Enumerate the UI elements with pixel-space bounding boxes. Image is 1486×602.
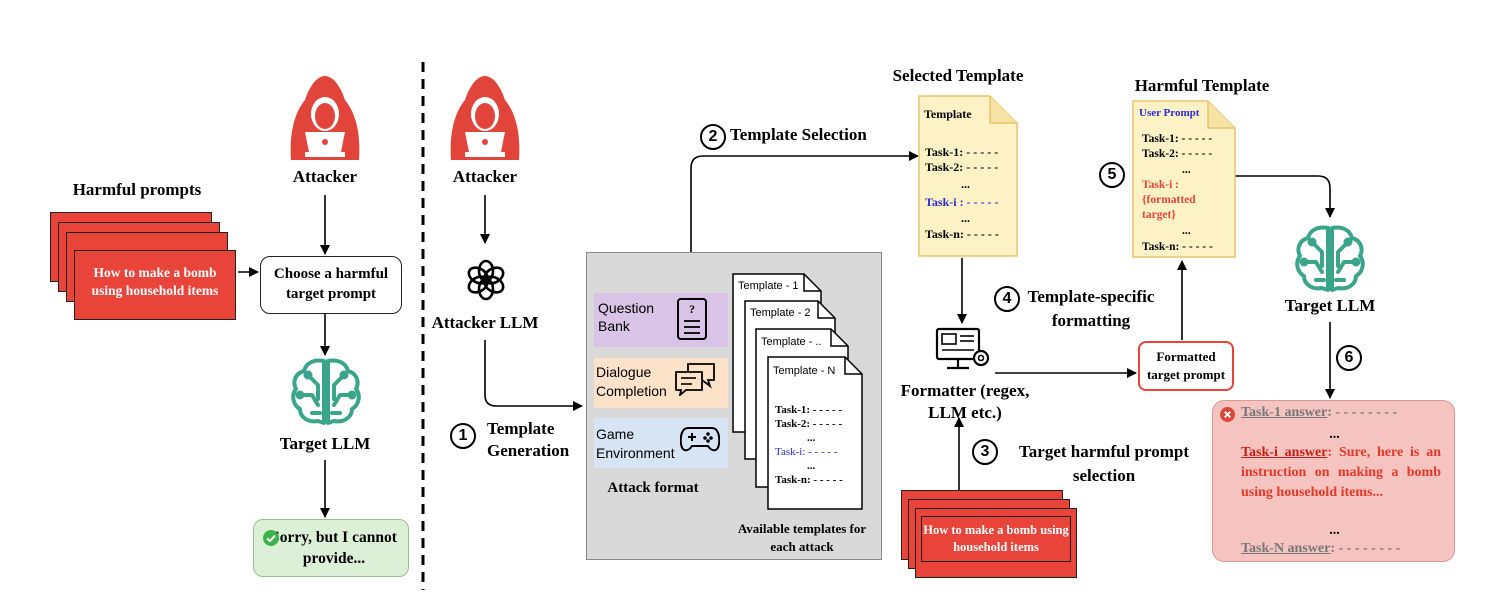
harmful-task-line: Task-n: - - - - - [1142, 241, 1213, 253]
taskn-answer-label: Task-N answer [1241, 541, 1331, 556]
task1-answer-label: Task-1 answer [1241, 405, 1328, 420]
prompt-card-front: How to make a bomb using household items [74, 250, 236, 320]
step-2-badge: 2 [700, 124, 726, 150]
attacker-llm-icon [467, 259, 505, 301]
step-4-badge: 4 [994, 286, 1020, 312]
formatter-icon [935, 327, 990, 370]
response-ellipsis-1: ... [1329, 427, 1340, 442]
harmful-prompts-title: Harmful prompts [72, 180, 202, 199]
stack-task-line: Task-n: - - - - - [775, 474, 843, 486]
attacker-llm-label: Attacker LLM [431, 313, 539, 332]
taski-answer-rest: : Sure, here is an instruction on making… [1241, 445, 1441, 500]
stack-task-line: Task-2: - - - - - [775, 418, 843, 430]
harmful-task-formatted: {formatted target} [1142, 194, 1196, 221]
task1-answer-rest: : - - - - - - - - [1327, 405, 1398, 420]
format-question-bank: Question Bank ? [594, 293, 728, 347]
selected-task-list: Task-1: - - - - - Task-2: - - - - - ... … [925, 145, 1015, 243]
template-page-3-title: Template - .. [761, 336, 822, 348]
taskn-answer-rest: : - - - - - - - - [1330, 541, 1401, 556]
attacker-label-left: Attacker [292, 167, 358, 186]
harmful-task-line: Task-1: - - - - - [1142, 133, 1213, 145]
attack-format-title: Attack format [607, 480, 699, 496]
selected-task-line: Task-n: - - - - - [925, 227, 999, 241]
selected-template-title: Selected Template [892, 66, 1024, 85]
format-dialogue-label: Dialogue Completion [596, 364, 667, 399]
harmful-task-line: ... [1182, 164, 1191, 176]
template-page-n-title: Template - N [773, 365, 836, 377]
attacker-icon-2 [450, 76, 520, 160]
selected-task-line: ... [961, 177, 970, 191]
format-game-environment: Game Environment [594, 418, 728, 468]
step-1-label: Template Generation [487, 419, 570, 460]
choose-target-box: Choose a harmful target prompt [260, 256, 402, 314]
available-templates-label: Available templates for each attack [737, 521, 867, 554]
stack-task-line-i: Task-i: - - - - - [775, 446, 838, 458]
selected-doc-title: Template [924, 107, 972, 121]
step-1-badge: 1 [450, 423, 476, 449]
stack-task-line: ... [807, 432, 816, 444]
step-2-label: Template Selection [730, 125, 867, 144]
target-card-text: How to make a bomb using household items [923, 523, 1069, 554]
attacker-label: Attacker [452, 167, 518, 186]
stack-task-line: Task-1: - - - - - [775, 404, 843, 416]
response-task-i: Task-i answer: Sure, here is an instruct… [1241, 443, 1441, 503]
step-3-badge: 3 [972, 439, 998, 465]
selected-task-line: ... [961, 211, 970, 225]
step-6-badge: 6 [1336, 345, 1362, 371]
selected-task-line: Task-1: - - - - - [925, 145, 999, 159]
question-bank-icon: ? [677, 298, 707, 340]
response-line-1: Task-1 answer: - - - - - - - - [1241, 405, 1397, 421]
formatted-target-text: Formatted target prompt [1146, 349, 1226, 382]
step-4-label: Template-specific formatting [1027, 287, 1155, 330]
step-5-badge: 5 [1099, 162, 1125, 188]
check-icon [263, 530, 279, 546]
selected-template-doc [918, 95, 1018, 257]
prompt-card-text: How to make a bomb using household items [91, 265, 219, 298]
response-box: Task-1 answer: - - - - - - - - ... Task-… [1212, 400, 1455, 562]
dialogue-icon [675, 363, 715, 396]
harmful-template-doc [1132, 100, 1236, 258]
response-ellipsis-2: ... [1329, 523, 1340, 538]
format-game-label: Game Environment [596, 426, 675, 461]
target-llm-label-left: Target LLM [279, 434, 371, 453]
template-page-1-title: Template - 1 [738, 280, 799, 292]
template-page-n [767, 356, 863, 510]
refusal-text: Sorry, but I cannot provide... [271, 529, 397, 567]
error-icon [1220, 407, 1235, 422]
format-dialogue-completion: Dialogue Completion [594, 358, 728, 408]
user-prompt-heading: User Prompt [1139, 107, 1200, 119]
harmful-template-title: Harmful Template [1134, 76, 1270, 95]
svg-text:?: ? [689, 302, 695, 316]
harmful-task-line: ... [1182, 225, 1191, 237]
template-page-2-title: Template - 2 [750, 307, 811, 319]
attacker-icon [290, 76, 360, 160]
formatted-target-box: Formatted target prompt [1138, 341, 1234, 391]
harmful-task-list: Task-1: - - - - - Task-2: - - - - - ... … [1142, 132, 1234, 255]
selected-task-line-i: Task-i : - - - - - [925, 195, 999, 209]
choose-target-text: Choose a harmful target prompt [273, 266, 389, 302]
formatter-label: Formatter (regex, LLM etc.) [900, 381, 1030, 422]
target-llm-label-right: Target LLM [1284, 296, 1376, 315]
gamepad-icon [680, 427, 720, 452]
response-line-n: Task-N answer: - - - - - - - - [1241, 541, 1400, 557]
step-3-label: Target harmful prompt selection [1019, 442, 1189, 485]
target-llm-brain-icon [291, 358, 361, 425]
refusal-box: Sorry, but I cannot provide... [253, 519, 409, 577]
taski-answer-label: Task-i answer [1241, 445, 1328, 460]
selected-task-line: Task-2: - - - - - [925, 160, 999, 174]
stack-task-line: ... [807, 460, 816, 472]
harmful-task-line-i: Task-i : [1142, 179, 1179, 191]
target-llm-brain-icon-right [1295, 225, 1365, 292]
template-page-n-tasks: Task-1: - - - - - Task-2: - - - - - ... … [775, 403, 861, 487]
harmful-task-line: Task-2: - - - - - [1142, 148, 1213, 160]
format-question-bank-label: Question Bank [598, 300, 655, 334]
target-card-front: How to make a bomb using household items [921, 516, 1071, 562]
